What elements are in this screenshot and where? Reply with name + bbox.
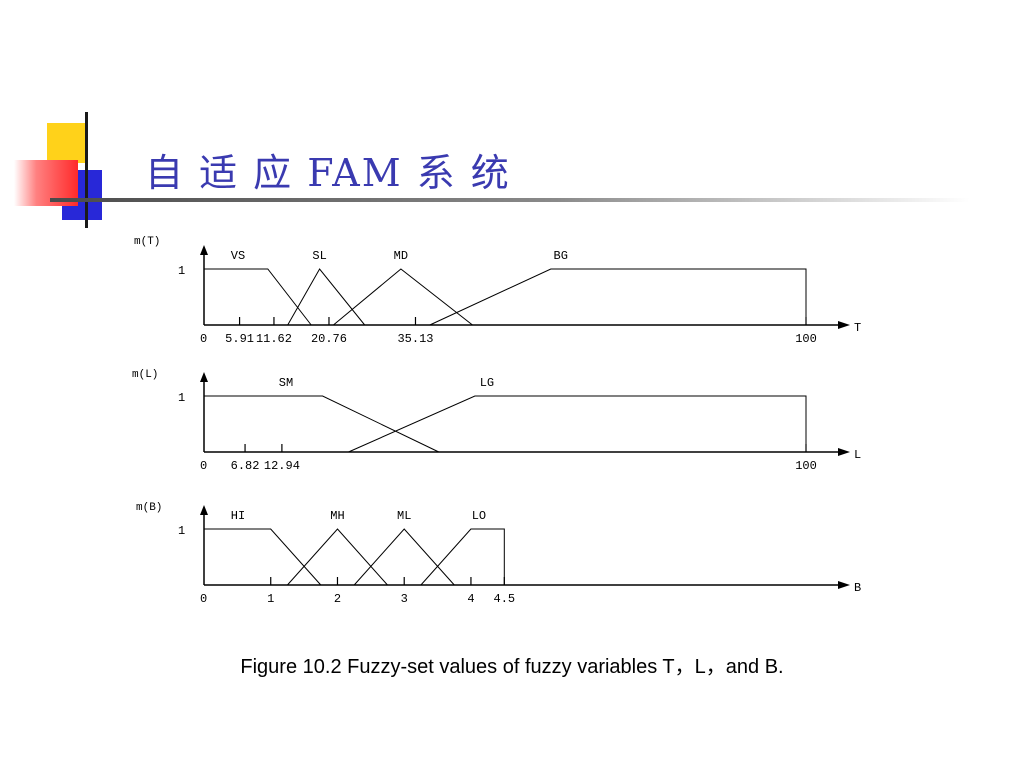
chart-3-origin-label: 0 (200, 592, 207, 606)
chart-1-x-tick-label-5: 100 (795, 332, 817, 346)
chart-2-y-tick-1: 1 (178, 391, 185, 405)
chart-2-series-label-lg: LG (480, 376, 494, 390)
chart-1-y-arrow (200, 245, 208, 255)
chart-1-x-label: T (854, 321, 861, 335)
chart-1-series-label-vs: VS (231, 249, 245, 263)
chart-3-x-tick-label-2: 2 (334, 592, 341, 606)
chart-3-x-tick-label-3: 3 (401, 592, 408, 606)
chart-3-x-arrow (838, 581, 850, 589)
chart-3-x-tick-label-1: 1 (267, 592, 274, 606)
title-underline (50, 198, 970, 202)
chart-3-x-label: B (854, 581, 861, 595)
chart-1-x-tick-label-2: 11.62 (256, 332, 292, 346)
chart-3-x-tick-label-4: 4 (467, 592, 474, 606)
chart-3-y-arrow (200, 505, 208, 515)
deco-vertical-line (85, 112, 88, 228)
chart-3-series-label-ml: ML (397, 509, 411, 523)
chart-1-series-bg (429, 268, 807, 326)
chart-2-x-tick-label-3: 100 (795, 459, 817, 473)
slide-title: 自 适 应 FAM 系 统 (145, 151, 511, 195)
chart-3-x-tick-label-5: 4.5 (494, 592, 516, 606)
chart-1-series-label-bg: BG (554, 249, 568, 263)
chart-2-series-lg (348, 395, 807, 453)
chart-1-x-tick-label-4: 35.13 (397, 332, 433, 346)
chart-3-series-lo (420, 528, 505, 586)
chart-3-series-ml (353, 528, 455, 586)
chart-3-series-label-mh: MH (330, 509, 344, 523)
chart-2-origin-label: 0 (200, 459, 207, 473)
chart-1-series-md (333, 268, 473, 326)
chart-2-y-label: m(L) (132, 369, 158, 381)
deco-yellow-square (47, 123, 87, 163)
chart-2-x-tick-label-2: 12.94 (264, 459, 300, 473)
chart-1-series-label-md: MD (394, 249, 408, 263)
chart-3-y-label: m(B) (136, 502, 162, 514)
chart-membership-b: m(B) B 1 0 1 2 3 4 4.5 HI MH ML LO (136, 502, 861, 606)
chart-3-series-hi (204, 528, 322, 586)
chart-3-y-tick-1: 1 (178, 524, 185, 538)
chart-1-x-tick-label-1: 5.91 (225, 332, 254, 346)
figure-caption: Figure 10.2 Fuzzy-set values of fuzzy va… (240, 656, 784, 678)
chart-2-x-arrow (838, 448, 850, 456)
chart-membership-l: m(L) L 1 0 6.82 12.94 100 SM LG (132, 369, 861, 473)
chart-3-series-mh (287, 528, 388, 586)
chart-1-series-sl (287, 268, 366, 326)
chart-1-series-label-sl: SL (312, 249, 326, 263)
chart-2-y-arrow (200, 372, 208, 382)
chart-1-series-vs (204, 268, 312, 326)
chart-3-series-label-hi: HI (231, 509, 245, 523)
chart-3-series-label-lo: LO (472, 509, 486, 523)
chart-1-y-label: m(T) (134, 236, 160, 248)
chart-2-x-tick-label-1: 6.82 (231, 459, 260, 473)
chart-2-series-sm (204, 395, 440, 453)
chart-1-x-tick-label-3: 20.76 (311, 332, 347, 346)
chart-2-x-label: L (854, 448, 861, 462)
chart-2-series-label-sm: SM (279, 376, 293, 390)
chart-1-origin-label: 0 (200, 332, 207, 346)
chart-1-x-arrow (838, 321, 850, 329)
chart-1-y-tick-1: 1 (178, 264, 185, 278)
